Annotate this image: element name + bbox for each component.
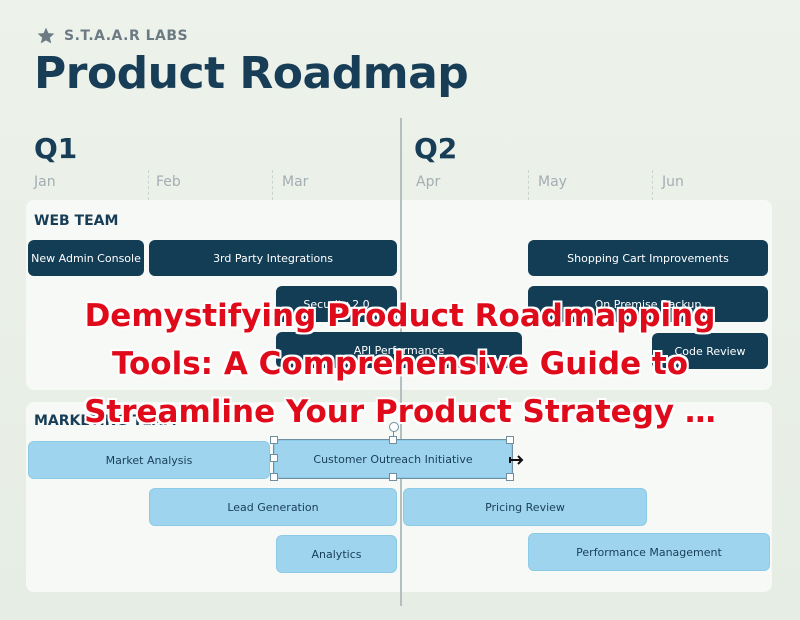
roadmap-item-code-review[interactable]: Code Review [652,333,768,369]
quarter-q2: Q2 [414,132,458,165]
month-divider [652,170,653,200]
roadmap-item-market-analysis[interactable]: Market Analysis [28,441,270,479]
resize-handle-left[interactable] [270,454,278,462]
resize-handle-bottom[interactable] [389,473,397,481]
month-may: May [538,174,567,190]
month-jun: Jun [662,174,684,190]
brand-name: S.T.A.A.R LABS [64,28,189,44]
resize-handle-top-right[interactable] [506,436,514,444]
web-team-label: WEB TEAM [34,213,119,229]
roadmap-item-shopping-cart-improvements[interactable]: Shopping Cart Improvements [528,240,768,276]
resize-handle-top-left[interactable] [270,436,278,444]
month-apr: Apr [416,174,441,190]
roadmap-item-on-premise-backup[interactable]: On Premise Backup [528,286,768,322]
resize-handle-bottom-left[interactable] [270,473,278,481]
month-divider [528,170,529,200]
quarter-q1: Q1 [34,132,78,165]
month-divider [272,170,273,200]
brand: S.T.A.A.R LABS [36,26,188,46]
page-title: Product Roadmap [34,48,469,99]
roadmap-item-pricing-review[interactable]: Pricing Review [403,488,647,526]
rotate-handle[interactable] [389,422,399,432]
roadmap-item-performance-management[interactable]: Performance Management [528,533,770,571]
rotation-stem [393,430,394,440]
roadmap-item-new-admin-console[interactable]: New Admin Console [28,240,144,276]
star-icon [36,26,56,46]
roadmap-item-3rd-party-integrations[interactable]: 3rd Party Integrations [149,240,397,276]
roadmap-item-security[interactable]: Security 2.0 [276,286,397,322]
roadmap-item-api-performance[interactable]: API Performance [276,332,522,368]
resize-cursor-icon [509,452,525,466]
month-divider [148,170,149,200]
resize-handle-bottom-right[interactable] [506,473,514,481]
month-feb: Feb [156,174,181,190]
roadmap-item-analytics[interactable]: Analytics [276,535,397,573]
month-jan: Jan [34,174,56,190]
resize-handle-top[interactable] [389,436,397,444]
marketing-team-label: MARKETING TEAM [34,413,177,429]
month-mar: Mar [282,174,309,190]
roadmap-item-lead-generation[interactable]: Lead Generation [149,488,397,526]
